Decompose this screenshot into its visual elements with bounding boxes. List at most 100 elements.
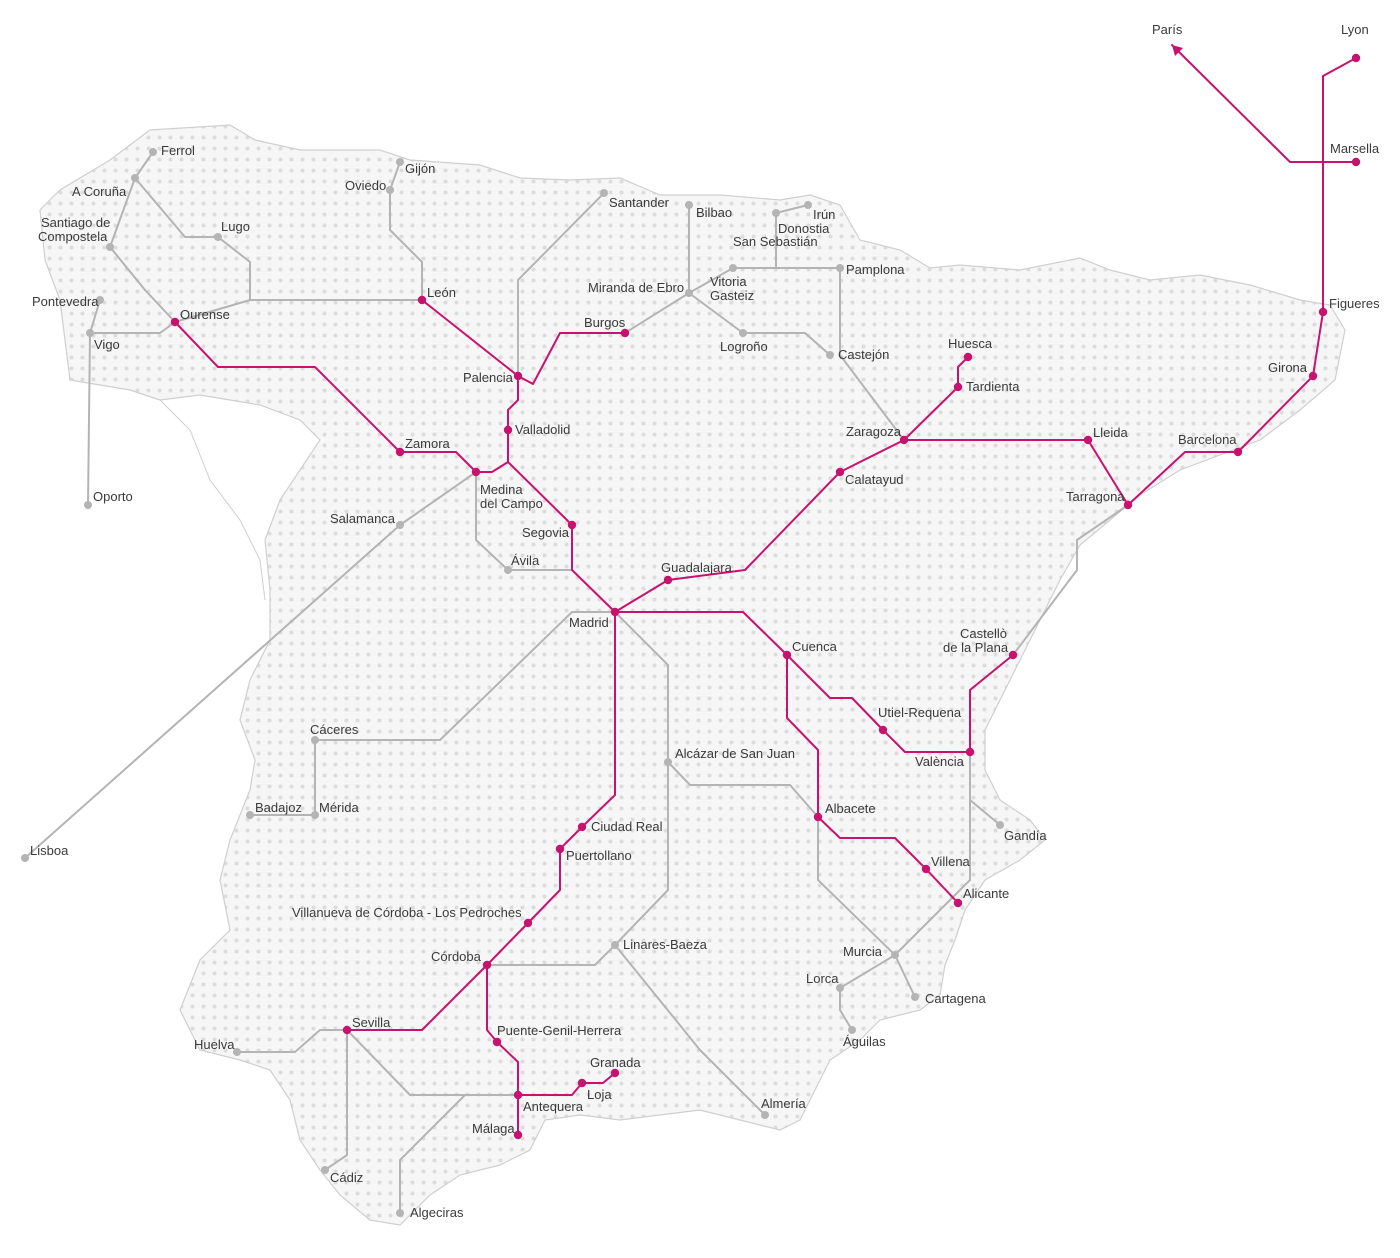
station-almeria: Almería	[761, 1096, 807, 1119]
station-label: Algeciras	[410, 1205, 464, 1220]
station-label: Valladolid	[515, 422, 570, 437]
station-dot	[772, 209, 780, 217]
station-dot	[835, 467, 845, 477]
station-label: Irún	[813, 207, 835, 222]
station-granada: Granada	[590, 1055, 641, 1078]
station-badajoz: Badajoz	[246, 800, 302, 819]
station-tardienta: Tardienta	[953, 379, 1020, 394]
station-utiel: Utiel-Requena	[878, 705, 962, 735]
station-dot	[761, 1111, 769, 1119]
station-label: Donostia	[778, 221, 830, 236]
station-girona: Girona	[1268, 360, 1318, 381]
station-label: A Coruña	[72, 184, 127, 199]
station-dot	[878, 725, 888, 735]
station-lisboa: Lisboa	[21, 843, 69, 862]
station-label: Zamora	[405, 436, 451, 451]
station-palencia: Palencia	[463, 370, 523, 385]
station-cadiz: Cádiz	[321, 1166, 363, 1185]
station-dot	[1233, 447, 1243, 457]
station-alicante: Alicante	[953, 886, 1009, 908]
station-label: Tardienta	[966, 379, 1020, 394]
station-aguilas: Águilas	[843, 1026, 886, 1049]
station-label: Pontevedra	[32, 294, 99, 309]
station-dot	[577, 1078, 587, 1088]
station-label: Mérida	[319, 800, 360, 815]
station-dot	[246, 811, 254, 819]
station-dot	[482, 960, 492, 970]
station-dot	[610, 1068, 620, 1078]
station-dot	[611, 941, 619, 949]
station-label: Guadalajara	[661, 560, 733, 575]
station-dot	[386, 186, 394, 194]
station-label: Santiago de	[41, 215, 110, 230]
station-dot	[664, 758, 672, 766]
station-label: Murcia	[843, 944, 883, 959]
station-dot	[1351, 157, 1361, 167]
station-label: Lleida	[1093, 425, 1128, 440]
station-label: Medina	[480, 482, 523, 497]
station-dot	[729, 264, 737, 272]
station-label: Palencia	[463, 370, 514, 385]
station-ourense: Ourense	[170, 307, 230, 327]
station-oporto: Oporto	[84, 489, 133, 509]
station-antequera: Antequera	[513, 1090, 584, 1114]
station-albacete: Albacete	[813, 801, 876, 822]
station-label: Oporto	[93, 489, 133, 504]
station-villanueva: Villanueva de Córdoba - Los Pedroches	[292, 905, 533, 928]
station-label: Compostela	[38, 229, 108, 244]
station-dot	[848, 1026, 856, 1034]
station-label: Puente-Genil-Herrera	[497, 1023, 622, 1038]
station-label: Segovia	[522, 525, 570, 540]
station-label: Pamplona	[846, 262, 905, 277]
station-dot	[836, 984, 844, 992]
station-dot	[965, 747, 975, 757]
station-dot	[567, 520, 577, 530]
station-dot	[555, 844, 565, 854]
station-label: Lorca	[806, 971, 839, 986]
station-dot	[149, 148, 157, 156]
station-label: Gasteiz	[710, 288, 754, 303]
station-huesca: Huesca	[948, 336, 993, 362]
station-label: León	[427, 285, 456, 300]
station-dot	[921, 864, 931, 874]
station-dot	[311, 736, 319, 744]
station-castejon: Castejón	[826, 347, 889, 362]
station-label: Granada	[590, 1055, 641, 1070]
station-label: Ourense	[180, 307, 230, 322]
station-label: Almería	[761, 1096, 807, 1111]
station-label: Villanueva de Córdoba - Los Pedroches	[292, 905, 522, 920]
station-dot	[504, 566, 512, 574]
station-label: París	[1152, 22, 1183, 37]
station-label: Antequera	[523, 1099, 584, 1114]
station-dot	[891, 951, 899, 959]
station-malaga: Málaga	[472, 1121, 523, 1140]
station-label: Córdoba	[431, 949, 482, 964]
station-sevilla: Sevilla	[342, 1015, 391, 1035]
station-label: València	[915, 754, 965, 769]
station-label: San Sebastián	[733, 234, 818, 249]
station-miranda: Miranda de Ebro	[588, 280, 693, 297]
station-label: Santander	[609, 195, 670, 210]
station-dot	[84, 501, 92, 509]
station-guadalajara: Guadalajara	[661, 560, 733, 585]
station-cordoba: Córdoba	[431, 949, 492, 970]
station-label: Ferrol	[161, 143, 195, 158]
station-pamplona: Pamplona	[836, 262, 905, 277]
station-huelva: Huelva	[194, 1037, 241, 1056]
station-label: Gandía	[1004, 828, 1047, 843]
station-label: Logroño	[720, 339, 768, 354]
station-dot	[96, 296, 104, 304]
station-dot	[685, 289, 693, 297]
station-irun: Irún	[804, 201, 835, 222]
station-dot	[1318, 307, 1328, 317]
station-coruna: A Coruña	[72, 174, 139, 199]
station-dot	[1351, 53, 1361, 63]
station-dot	[836, 264, 844, 272]
station-label: Loja	[587, 1087, 612, 1102]
station-dot	[1308, 371, 1318, 381]
